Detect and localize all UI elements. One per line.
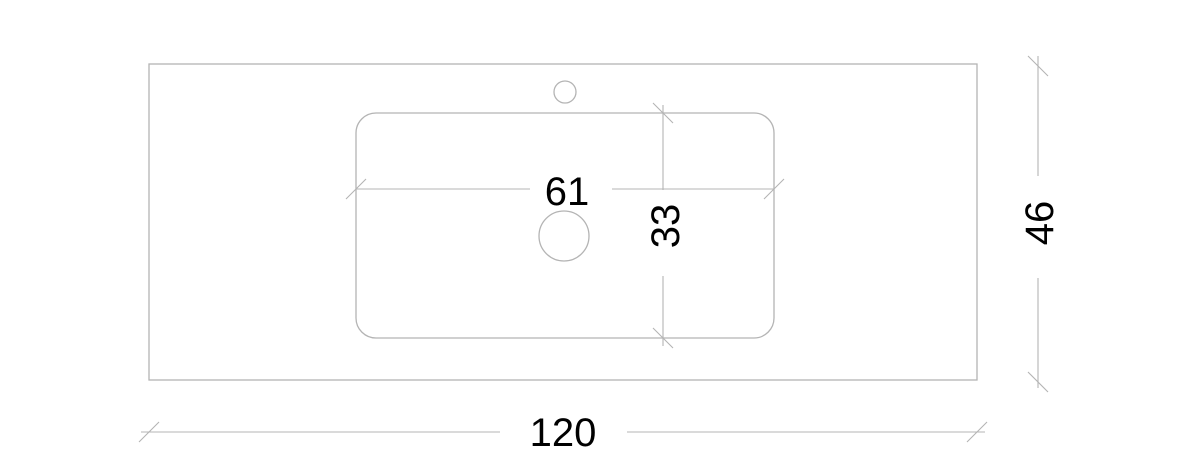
basin-outline: [355, 112, 775, 339]
basin-width-tick-right: [763, 178, 785, 200]
overall-width-tick-right: [966, 421, 988, 443]
basin-width-tick-left: [345, 178, 367, 200]
overall-depth-tick-top: [1027, 55, 1049, 77]
basin-width-dimension: 61: [345, 170, 785, 214]
overall-width-label: 120: [530, 411, 597, 455]
overall-depth-label: 46: [1018, 201, 1062, 246]
drain-hole: [538, 210, 590, 262]
overall-width-dimension: 120: [138, 411, 988, 455]
basin-depth-dimension: 33: [644, 102, 688, 349]
countertop-outline: [148, 63, 978, 381]
basin-width-label: 61: [545, 170, 590, 214]
basin-depth-tick-bottom: [652, 327, 674, 349]
overall-depth-tick-bottom: [1027, 371, 1049, 393]
overall-depth-dimension: 46: [1018, 55, 1062, 393]
overall-width-tick-left: [138, 421, 160, 443]
basin-depth-label: 33: [644, 204, 688, 249]
tap-hole: [553, 80, 577, 104]
basin-depth-tick-top: [652, 102, 674, 124]
